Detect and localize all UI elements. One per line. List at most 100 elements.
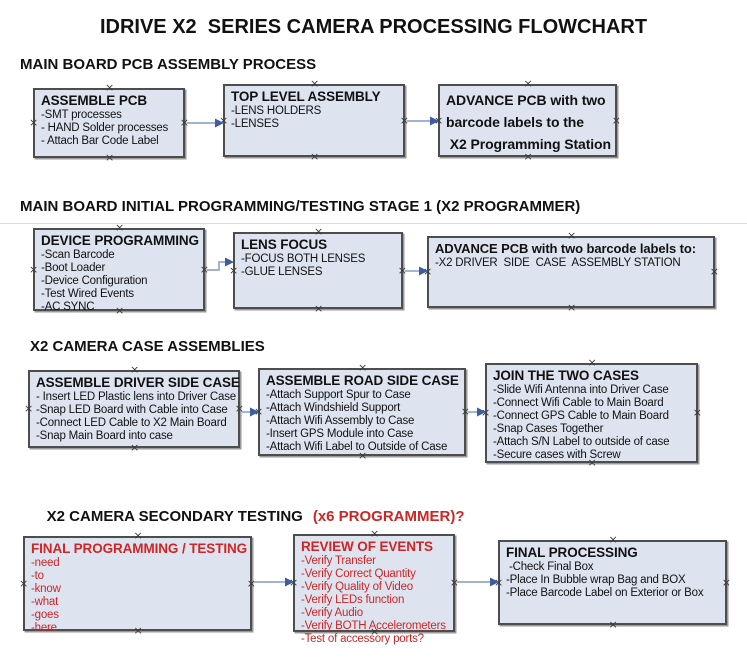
connection-handle-icon: ×: [608, 533, 618, 546]
box-item: -LENSES: [231, 118, 279, 130]
box-item: -Insert GPS Module into Case: [266, 428, 414, 440]
box-item: -Connect GPS Cable to Main Board: [493, 410, 669, 422]
box-item: - Attach Bar Code Label: [41, 135, 159, 147]
box-item: - HAND Solder processes: [41, 122, 169, 134]
box-item: -Verify Correct Quantity: [301, 568, 416, 580]
flow-box-final-processing: × × × × FINAL PROCESSING -Check Final Bo…: [494, 534, 731, 630]
flow-arrow: [407, 116, 439, 126]
flow-box-final-programming-testing: × × × × FINAL PROGRAMMING / TESTING -nee…: [19, 530, 256, 636]
box-item: -Test Wired Events: [41, 288, 134, 300]
connection-handle-icon: ×: [608, 618, 618, 631]
flow-box-advance-pcb-programming-station: × × × × ADVANCE PCB with two barcode lab…: [434, 78, 621, 162]
connection-handle-icon: ×: [567, 229, 577, 242]
box-item: -Verify LEDs function: [301, 594, 405, 606]
box-title: TOP LEVEL ASSEMBLY: [231, 89, 381, 104]
box-item: -SMT processes: [41, 109, 122, 121]
box-item: -Attach S/N Label to outside of case: [493, 436, 670, 448]
box-item: -Connect Wifi Cable to Main Board: [493, 397, 664, 409]
flow-box-join-the-two-cases: × × × × JOIN THE TWO CASES -Slide Wifi A…: [481, 357, 702, 468]
box-item: -Snap Cases Together: [493, 423, 604, 435]
box-item: - Insert LED Plastic lens into Driver Ca…: [36, 391, 236, 403]
box-item: -X2 DRIVER SIDE CASE ASSEMBLY STATION: [435, 257, 681, 269]
box-title: ADVANCE PCB with two barcode labels to t…: [446, 92, 611, 152]
box-item: -Attach Windshield Support: [266, 402, 401, 414]
box-title: FINAL PROCESSING: [506, 545, 638, 560]
flow-arrow: [207, 257, 234, 271]
connection-handle-icon: ×: [105, 151, 115, 164]
box-item: -Slide Wifi Antenna into Driver Case: [493, 384, 669, 396]
section-heading-secondary-testing: X2 CAMERA SECONDARY TESTING (x6 PROGRAMME…: [30, 491, 465, 542]
connection-handle-icon: ×: [254, 405, 264, 418]
box-item: -know: [31, 583, 61, 595]
box-items: -SMT processes- HAND Solder processes- A…: [41, 109, 183, 148]
box-item: -Snap Main Board into case: [36, 430, 173, 442]
flow-arrow: [405, 266, 428, 276]
box-item: -LENS HOLDERS: [231, 105, 322, 117]
box-items: -Scan Barcode-Boot Loader-Device Configu…: [41, 249, 203, 314]
connection-handle-icon: ×: [434, 113, 444, 127]
box-item: -Scan Barcode: [41, 249, 115, 261]
box-items: - Insert LED Plastic lens into Driver Ca…: [36, 391, 238, 443]
box-item: -Verify BOTH Accelerometers: [301, 620, 446, 632]
box-title: FINAL PROGRAMMING / TESTING: [31, 541, 248, 556]
flow-box-assemble-pcb: × × × × ASSEMBLE PCB -SMT processes- HAN…: [29, 82, 189, 163]
flow-box-lens-focus: × × × × LENS FOCUS -FOCUS BOTH LENSES-GL…: [229, 226, 407, 314]
connection-handle-icon: ×: [229, 263, 239, 277]
box-item: -Device Configuration: [41, 275, 148, 287]
connection-handle-icon: ×: [423, 265, 433, 278]
box-item: -Verify Quality of Video: [301, 581, 413, 593]
connection-handle-icon: ×: [115, 221, 125, 234]
flow-arrow: [242, 407, 259, 417]
section-heading-secondary-testing-red: (x6 PROGRAMMER)?: [312, 508, 465, 525]
connection-handle-icon: ×: [481, 406, 491, 419]
box-title: ADVANCE PCB with two barcode labels to:: [435, 241, 696, 256]
box-item: -Connect LED Cable to X2 Main Board: [36, 417, 227, 429]
flow-arrow: [254, 577, 294, 587]
connection-handle-icon: ×: [358, 361, 368, 374]
box-items: -X2 DRIVER SIDE CASE ASSEMBLY STATION: [435, 257, 713, 270]
box-title: LENS FOCUS: [241, 237, 328, 252]
flow-box-device-programming: × × × × DEVICE PROGRAMMING -Scan Barcode…: [29, 222, 209, 316]
section-heading-secondary-testing-black: X2 CAMERA SECONDARY TESTING: [46, 508, 303, 525]
box-item: -Place Barcode Label on Exterior or Box: [506, 587, 704, 599]
flow-box-assemble-driver-side-case: × × × × ASSEMBLE DRIVER SIDE CASE - Inse…: [24, 364, 244, 453]
connection-handle-icon: ×: [567, 301, 577, 314]
connection-handle-icon: ×: [105, 81, 115, 94]
box-title: ASSEMBLE PCB: [41, 93, 148, 108]
box-item: -Attach Wifi Assembly to Case: [266, 415, 415, 427]
flow-box-top-level-assembly: × × × × TOP LEVEL ASSEMBLY -LENS HOLDERS…: [219, 78, 409, 162]
box-items: -Attach Support Spur to Case-Attach Wind…: [266, 389, 464, 454]
box-item: -Verify Audio: [301, 607, 363, 619]
connection-handle-icon: ×: [587, 356, 597, 369]
connection-handle-icon: ×: [130, 441, 140, 454]
box-item: -Check Final Box: [506, 561, 594, 573]
box-items: -LENS HOLDERS-LENSES: [231, 105, 403, 131]
connection-handle-icon: ×: [29, 262, 39, 276]
box-item: -Attach Wifi Label to Outside of Case: [266, 441, 448, 453]
box-item: -to: [31, 570, 44, 582]
box-item: -AC SYNC: [41, 301, 95, 313]
box-title: REVIEW OF EVENTS: [301, 539, 433, 554]
connection-handle-icon: ×: [130, 363, 140, 376]
box-items: -Slide Wifi Antenna into Driver Case-Con…: [493, 384, 696, 462]
page-title: IDRIVE X2 SERIES CAMERA PROCESSING FLOWC…: [99, 16, 648, 38]
box-item: -GLUE LENSES: [241, 266, 323, 278]
box-item: -Attach Support Spur to Case: [266, 389, 411, 401]
section-heading-pcb-assembly: MAIN BOARD PCB ASSEMBLY PROCESS: [20, 56, 317, 73]
box-item: -Boot Loader: [41, 262, 106, 274]
box-item: -Verify Transfer: [301, 555, 376, 567]
connection-handle-icon: ×: [29, 116, 39, 129]
flow-arrow: [187, 118, 224, 128]
connection-handle-icon: ×: [310, 77, 320, 90]
connection-handle-icon: ×: [314, 302, 324, 315]
box-item: -Test of accessory ports?: [301, 633, 424, 645]
divider-line: [0, 223, 747, 224]
section-heading-case-assemblies: X2 CAMERA CASE ASSEMBLIES: [30, 338, 265, 355]
flow-box-review-of-events: × × × × REVIEW OF EVENTS -Verify Transfe…: [289, 528, 459, 645]
box-title: ASSEMBLE ROAD SIDE CASE: [266, 373, 459, 388]
box-item: -FOCUS BOTH LENSES: [241, 253, 366, 265]
box-title: DEVICE PROGRAMMING: [41, 233, 199, 248]
connection-handle-icon: ×: [24, 402, 34, 415]
connection-handle-icon: ×: [494, 575, 504, 589]
